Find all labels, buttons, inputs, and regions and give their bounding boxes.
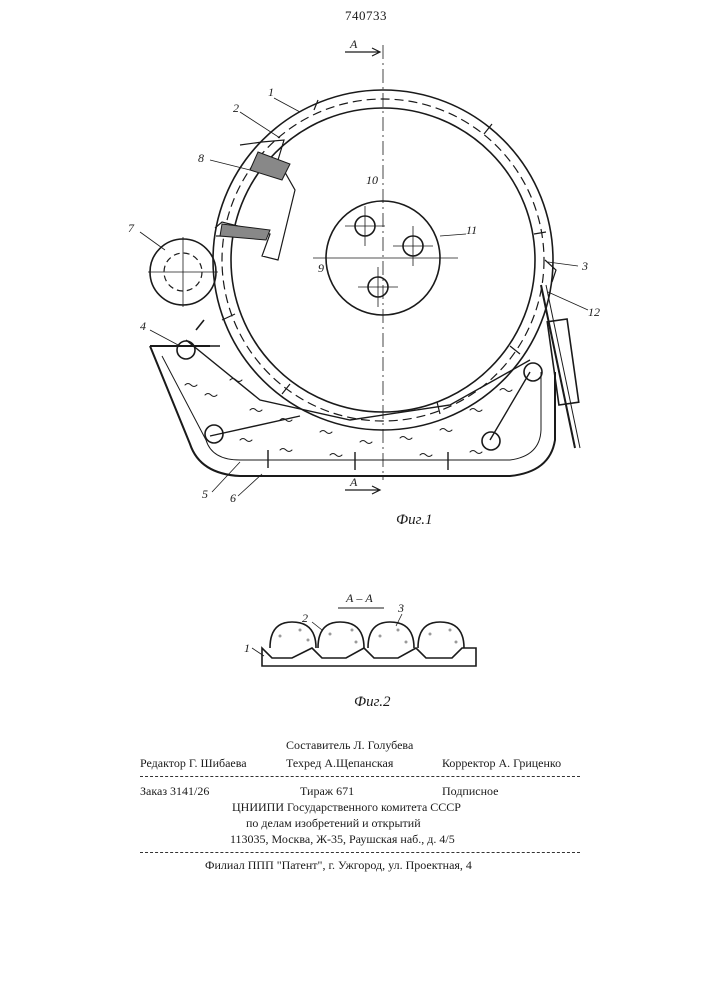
fig2-callout-3: 3 — [397, 601, 404, 615]
divider-bottom — [140, 852, 580, 853]
subscription: Подписное — [442, 784, 499, 799]
org-line-2: по делам изобретений и открытий — [246, 816, 421, 831]
figure1-caption: Фиг.1 — [396, 512, 432, 528]
section-lobes — [270, 622, 464, 648]
technical-drawing: A A 1 2 3 4 5 6 7 8 9 10 11 12 Фиг.1 А –… — [0, 0, 707, 720]
callout-3: 3 — [581, 259, 588, 273]
callout-10: 10 — [366, 173, 378, 187]
section-base — [262, 648, 476, 666]
callout-4: 4 — [140, 319, 146, 333]
belt-roller-3 — [524, 363, 542, 381]
section-title: А – А — [345, 591, 373, 605]
techred: Техред А.Щепанская — [286, 756, 393, 771]
corrector: Корректор А. Гриценко — [442, 756, 561, 771]
figure2-caption: Фиг.2 — [354, 694, 391, 710]
fig2-callout-1: 1 — [244, 641, 250, 655]
belt-roller-1 — [177, 341, 195, 359]
blade-lower — [220, 224, 270, 240]
divider-top — [140, 776, 580, 777]
callout-7: 7 — [128, 221, 135, 235]
callout-9: 9 — [318, 261, 324, 275]
callout-1: 1 — [268, 85, 274, 99]
org-line-1: ЦНИИПИ Государственного комитета СССР — [232, 800, 461, 815]
section-marker-top: A — [349, 37, 358, 51]
tank-outer — [150, 346, 555, 476]
fig2-callout-2: 2 — [302, 611, 308, 625]
order: Заказ 3141/26 — [140, 784, 209, 799]
callout-6: 6 — [230, 491, 236, 505]
callout-11: 11 — [466, 223, 477, 237]
org-line-3: 113035, Москва, Ж-35, Раушская наб., д. … — [230, 832, 455, 847]
branch-address: Филиал ППП "Патент", г. Ужгород, ул. Про… — [205, 858, 472, 873]
callout-2: 2 — [233, 101, 239, 115]
callout-5: 5 — [202, 487, 208, 501]
section-marker-bottom: A — [349, 475, 358, 489]
belt-roller-4 — [482, 432, 500, 450]
belt-4 — [186, 340, 530, 440]
circulation: Тираж 671 — [300, 784, 354, 799]
editor: Редактор Г. Шибаева — [140, 756, 247, 771]
callout-8: 8 — [198, 151, 204, 165]
compiler: Составитель Л. Голубева — [286, 738, 413, 753]
callout-12: 12 — [588, 305, 600, 319]
